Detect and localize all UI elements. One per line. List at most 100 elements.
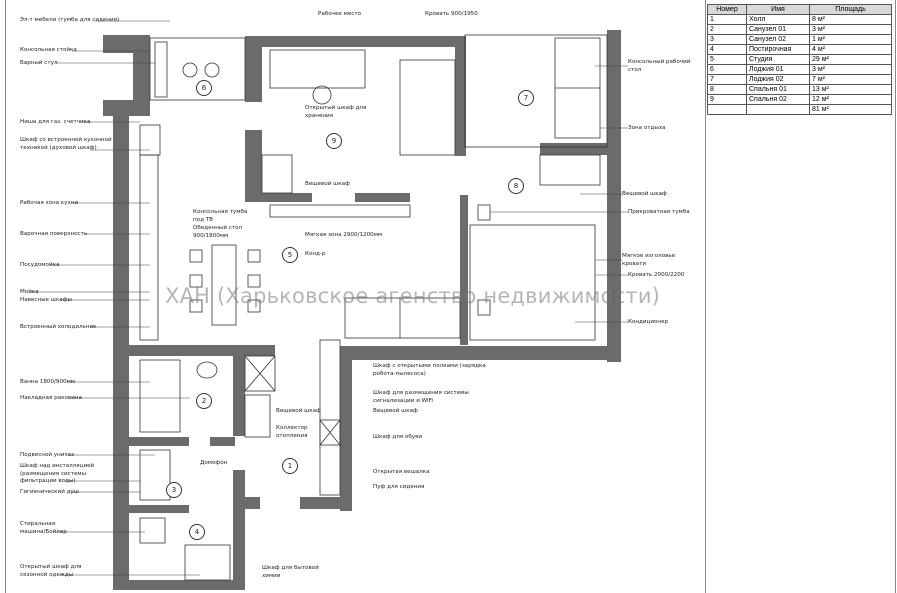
cell-name: Лоджия 01 (746, 64, 810, 75)
cell-number: 3 (707, 34, 747, 45)
cell-name: Постирочная (746, 44, 810, 55)
label-soft-zone: Мягкая зона 2900/1200мм (305, 232, 383, 238)
cell-number: 4 (707, 44, 747, 55)
label-intercom: Домофон (200, 460, 228, 466)
cell-total: 81 м² (809, 104, 892, 115)
cell-area: 8 м² (809, 14, 892, 25)
room-number-6: 6 (196, 80, 212, 96)
cell-area: 7 м² (809, 74, 892, 85)
label-bed-2000: Кровать 2000/2200 (628, 272, 685, 278)
cell-name: Санузел 02 (746, 34, 810, 45)
room-number-4: 4 (189, 524, 205, 540)
label-kitchen-work-zone: Рабочая зона кухни (20, 200, 79, 206)
label-wall-hung-toilet: Подвесной унитаз (20, 452, 75, 458)
label-bar-stool: Барный стул (20, 60, 58, 66)
label-alarm-wifi-cabinet: Шкаф для размещения системы сигнализации… (373, 390, 469, 404)
label-wardrobe-corridor: Вещевой шкаф (373, 408, 418, 414)
label-wardrobe-9: Вещевой шкаф (305, 181, 350, 187)
label-bed-900: Кровать 900/1950 (425, 11, 478, 17)
label-shoe-cabinet: Шкаф для обуви (373, 434, 423, 440)
label-washbasin: Накладная раковина (20, 395, 82, 401)
cell-area: 1 м² (809, 34, 892, 45)
label-wardrobe-8: Вещевой шкаф (622, 191, 667, 197)
cell-name: Спальня 02 (746, 94, 810, 105)
col-area: Площадь (809, 4, 892, 15)
label-air-conditioner: Кондиционер (628, 319, 669, 325)
label-dining-table: Обеденный стол 900/1800мм (193, 225, 243, 239)
room-number-7: 7 (518, 90, 534, 106)
label-hygienic-shower: Гигиенический душ (20, 489, 79, 495)
room-number-5: 5 (282, 247, 298, 263)
label-bathtub: Ванна 1800/900мм (20, 379, 76, 385)
cell-empty (707, 104, 747, 115)
room-number-9: 9 (326, 133, 342, 149)
label-gas-meter-niche: Ниша для газ. счетчика (20, 119, 91, 125)
cell-number: 8 (707, 84, 747, 95)
cell-area: 3 м² (809, 24, 892, 35)
cell-area: 13 м² (809, 84, 892, 95)
leader-lines (30, 20, 628, 576)
room-number-2: 2 (196, 393, 212, 409)
cell-number: 5 (707, 54, 747, 65)
label-open-shelves: Шкаф с открытыми полками (зарядка робота… (373, 363, 486, 377)
room-number-3: 3 (166, 482, 182, 498)
label-washer-boiler: Стиральная машина/Бойлер (20, 521, 67, 535)
table-header-row: Номер Имя Площадь (707, 4, 892, 15)
cell-name: Холл (746, 14, 810, 25)
label-console-stand: Консольная стойка (20, 47, 77, 53)
watermark: ХАН (Харьковское агенство недвижимости) (165, 284, 661, 308)
label-oven-cabinet: Шкаф со встроенной кухонной техникой (ду… (20, 137, 112, 151)
cell-number: 2 (707, 24, 747, 35)
cell-empty (746, 104, 810, 115)
cell-number: 7 (707, 74, 747, 85)
room-number-1: 1 (282, 458, 298, 474)
cell-number: 6 (707, 64, 747, 75)
label-workplace: Рабочее место (318, 11, 362, 17)
label-cooktop: Варочная поверхность (20, 231, 88, 237)
label-open-hanger: Открытая вешалка (373, 469, 430, 475)
label-open-storage: Открытый шкаф для хранения (305, 105, 367, 119)
label-dishwasher: Посудомойка (20, 262, 60, 268)
label-chemicals-cabinet: Шкаф для бытовой химии (262, 565, 319, 579)
label-wall-cabinets: Навесные шкафы (20, 297, 72, 303)
furniture (139, 34, 608, 581)
label-furniture-element: Эл-т мебели (тумба для сидения) (20, 17, 120, 23)
cell-number: 1 (707, 14, 747, 25)
label-wardrobe-hall: Вещевой шкаф (276, 408, 321, 414)
cell-area: 12 м² (809, 94, 892, 105)
cell-area: 3 м² (809, 64, 892, 75)
label-ac-5: Конд-р (305, 251, 326, 257)
sheet-frame-left (5, 0, 6, 593)
spec-frame (705, 0, 896, 593)
cell-name: Спальня 01 (746, 84, 810, 95)
label-pouf: Пуф для сидения (373, 484, 425, 490)
label-installation-cabinet: Шкаф над инсталляцией (размещения систем… (20, 463, 95, 484)
room-number-8: 8 (508, 178, 524, 194)
label-headboard: Мягкое изголовье кровати (622, 253, 676, 267)
label-rest-zone: Зона отдыха (628, 125, 666, 131)
label-heating-manifold: Коллектор отопления (276, 425, 308, 439)
cell-name: Студия (746, 54, 810, 65)
label-nightstand: Прикроватная тумба (628, 209, 690, 215)
label-console-desk: Консольный рабочий стол (628, 59, 691, 73)
cell-number: 9 (707, 94, 747, 105)
table-total-row: 81 м² (707, 104, 892, 115)
label-sink: Мойка (20, 289, 39, 295)
col-name: Имя (746, 4, 810, 15)
label-tv-console: Консольная тумба под ТВ (193, 209, 248, 223)
col-number: Номер (707, 4, 747, 15)
cell-area: 29 м² (809, 54, 892, 65)
cell-area: 4 м² (809, 44, 892, 55)
label-seasonal-wardrobe: Открытый шкаф для сезонной одежды (20, 564, 82, 578)
cell-name: Лоджия 02 (746, 74, 810, 85)
